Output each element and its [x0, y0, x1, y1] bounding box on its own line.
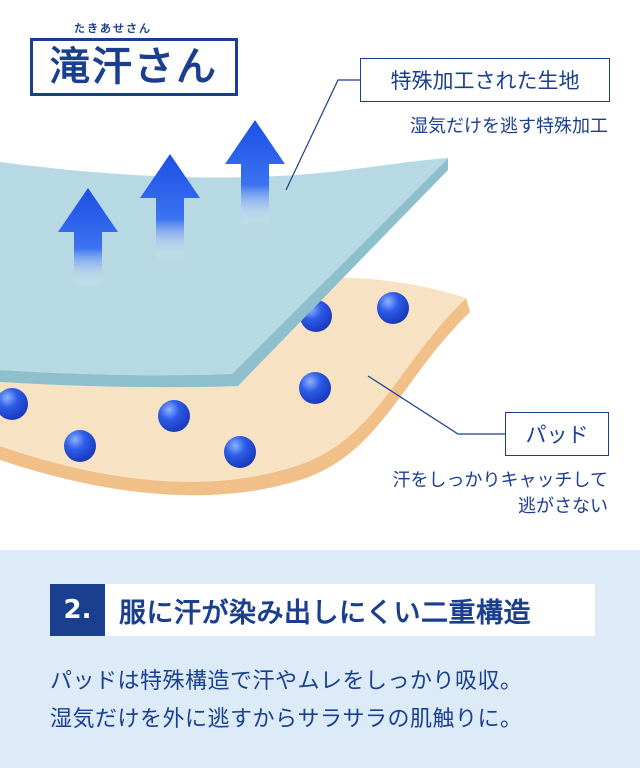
pad-callout-label: パッド — [505, 412, 609, 456]
sweat-drop — [158, 400, 190, 432]
pad-callout-description: 汗をしっかりキャッチして 逃がさない — [393, 468, 608, 520]
feature-title: 服に汗が染み出しにくい二重構造 — [105, 591, 531, 630]
pad-desc-line1: 汗をしっかりキャッチして — [393, 468, 608, 494]
pad-desc-line2: 逃がさない — [393, 494, 608, 520]
sweat-drop — [377, 292, 409, 324]
feature-number: 2. — [50, 584, 105, 636]
fabric-callout-label: 特殊加工された生地 — [360, 58, 610, 102]
sweat-drop — [64, 430, 96, 462]
sweat-drop — [299, 372, 331, 404]
logo-furigana: たきあせさん — [74, 20, 152, 36]
logo-name: 滝汗さん — [50, 47, 218, 87]
fabric-callout-description: 湿気だけを逃す特殊加工 — [410, 114, 608, 140]
sweat-drop — [224, 436, 256, 468]
feature-body-line1: パッドは特殊構造で汗やムレをしっかり吸収。 — [50, 663, 523, 695]
feature-section: 2. 服に汗が染み出しにくい二重構造 パッドは特殊構造で汗やムレをしっかり吸収。… — [0, 550, 640, 768]
feature-heading: 2. 服に汗が染み出しにくい二重構造 — [50, 584, 595, 636]
brand-logo: 滝汗さん — [30, 38, 238, 96]
feature-body-line2: 湿気だけを外に逃すからサラサラの肌触りに。 — [50, 701, 523, 733]
